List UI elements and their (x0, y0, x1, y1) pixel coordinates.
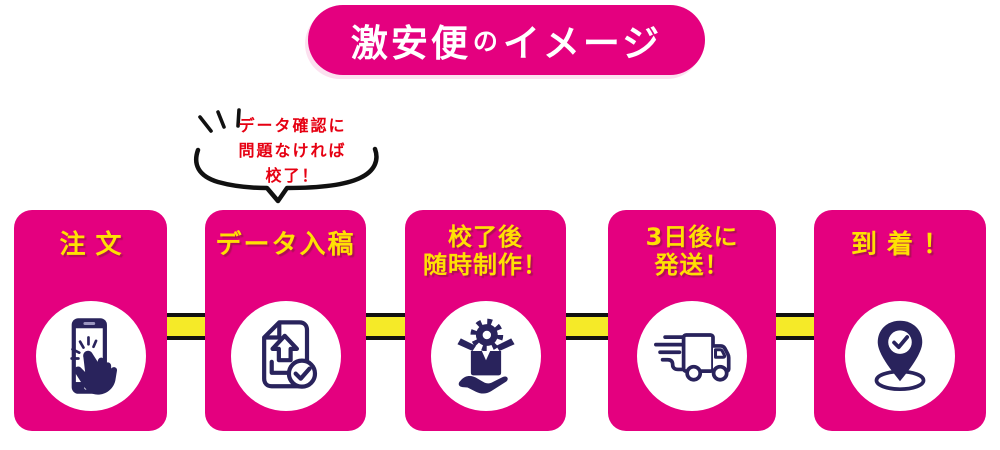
title-banner: 激安便のイメージ (308, 5, 705, 75)
step-card-shipping: 3日後に 発送！ (608, 210, 776, 431)
callout-line: 問題なければ (238, 141, 347, 160)
step-title-line: 3日後に (645, 223, 739, 251)
delivery-truck-icon (654, 333, 731, 382)
title-text-main1: 激安便 (350, 22, 471, 65)
callout-text: データ確認に 問題なければ 校了！ (190, 113, 395, 188)
open-box-icon (456, 338, 515, 376)
step-title-line: 注文 (59, 230, 132, 260)
icon-circle (845, 301, 955, 411)
holding-hand-icon (458, 376, 508, 394)
emphasis-dashes-icon (198, 108, 241, 133)
callout-line: データ確認に (238, 116, 347, 135)
map-pin-check-icon (874, 320, 926, 392)
checkmark-icon (293, 366, 312, 381)
step-title-line: 発送！ (654, 251, 730, 280)
callout-bubble: データ確認に 問題なければ 校了！ (190, 100, 395, 210)
document-upload-check-icon (261, 320, 317, 389)
title-text-main2: イメージ (502, 22, 663, 65)
step-title: 校了後 随時制作！ (405, 223, 566, 280)
step-title: 3日後に 発送！ (608, 223, 776, 280)
icon-circle (430, 301, 541, 411)
gear-box-hand-icon (456, 318, 515, 394)
callout-line: 校了！ (265, 166, 320, 185)
step-card-arrival: 到着！ (814, 210, 986, 431)
smartphone-tap-icon (69, 318, 117, 395)
title-text-particle: の (472, 27, 501, 56)
bubble-bracket-path (193, 146, 379, 204)
gear-icon (469, 318, 503, 352)
pointing-hand-icon (73, 350, 117, 395)
step-title-line: 随時制作！ (423, 251, 548, 280)
tap-sparks-icon (69, 336, 97, 360)
step-title-line: 到着！ (850, 230, 959, 260)
step-title: 注文 (14, 230, 167, 261)
step-title-line: 校了後 (448, 223, 523, 251)
icon-circle (230, 301, 341, 411)
step-title-line: データ入稿 (215, 230, 356, 260)
step-card-order: 注文 (14, 210, 167, 431)
step-card-data-upload: データ入稿 (205, 210, 366, 431)
checkmark-icon (892, 335, 910, 350)
speed-lines-icon (654, 335, 687, 372)
step-title: 到着！ (814, 230, 986, 261)
step-card-production: 校了後 随時制作！ (405, 210, 566, 431)
step-title: データ入稿 (205, 230, 366, 261)
bubble-outline-drawing (193, 108, 379, 204)
icon-circle (35, 301, 146, 411)
icon-circle (637, 301, 747, 411)
upload-arrow-icon (269, 333, 299, 363)
